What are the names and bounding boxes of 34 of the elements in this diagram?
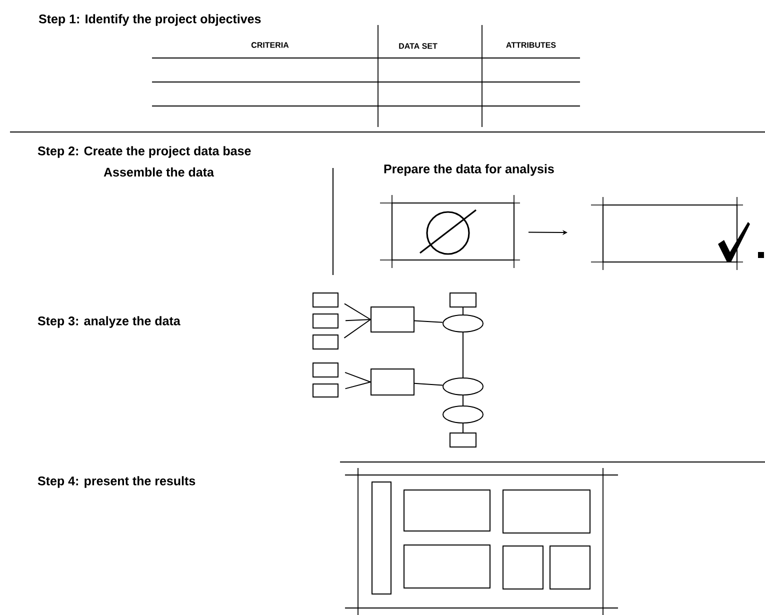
connector-line <box>344 372 371 382</box>
box <box>312 334 338 350</box>
ellipse-shape <box>442 314 484 332</box>
box <box>312 314 338 328</box>
column-header: ATTRIBUTES <box>506 42 556 48</box>
connector-line <box>462 395 464 406</box>
connector-line <box>344 319 371 338</box>
connector-line <box>462 332 464 378</box>
step-heading: Step 4: present the results <box>38 476 196 488</box>
subheading: Prepare the data for analysis <box>384 164 554 176</box>
box <box>370 306 414 332</box>
box <box>450 432 476 448</box>
connector-line <box>414 382 444 386</box>
connector-line <box>344 382 371 390</box>
connector-line <box>414 320 444 323</box>
box <box>312 362 338 378</box>
column-header: CRITERIA <box>251 42 289 48</box>
step-heading: Step 2: Create the project data base <box>38 146 251 158</box>
connector-line <box>344 303 371 320</box>
frame-box <box>380 194 520 268</box>
box <box>370 368 414 396</box>
connector-line <box>462 307 464 315</box>
ellipse-shape <box>442 378 484 396</box>
box <box>312 384 338 398</box>
column-header: DATA SET <box>399 43 438 49</box>
frame-box <box>590 196 744 270</box>
subheading: Assemble the data <box>104 167 214 177</box>
step-heading: Step 3: analyze the data <box>38 316 180 328</box>
step-heading: Step 1: Identify the project objectives <box>38 14 261 26</box>
connector-line <box>345 319 371 322</box>
box <box>312 292 338 308</box>
ellipse-shape <box>442 406 484 424</box>
box <box>450 292 476 308</box>
connector-line <box>462 423 464 433</box>
